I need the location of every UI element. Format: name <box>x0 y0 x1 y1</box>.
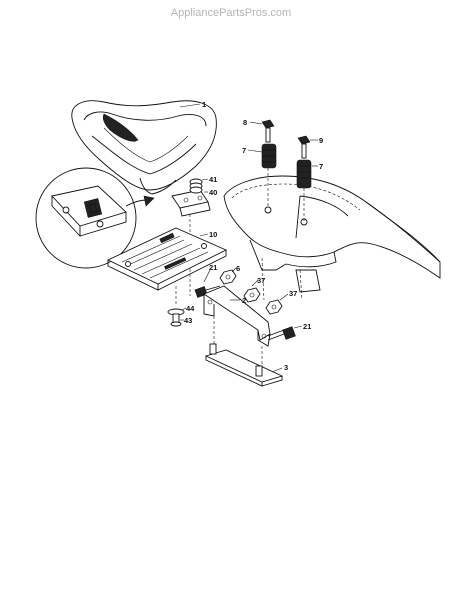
callout-9: 9 <box>319 136 323 145</box>
leader-line-8 <box>249 121 263 125</box>
callout-10: 10 <box>209 230 217 239</box>
leader-line-10 <box>199 233 209 237</box>
leader-line-7a <box>247 149 263 153</box>
callout-3: 3 <box>284 363 288 372</box>
zoom-detail-circle <box>35 167 155 269</box>
callout-6: 6 <box>236 264 240 273</box>
leader-line-37a <box>251 279 259 287</box>
bolt-part-9 <box>297 135 311 159</box>
callout-21-lower: 21 <box>303 322 311 331</box>
callout-1: 1 <box>202 100 206 109</box>
bolt-part-43 <box>170 313 182 327</box>
callout-7-left: 7 <box>242 146 246 155</box>
callout-2: 2 <box>242 296 246 305</box>
leader-line-41 <box>201 178 209 181</box>
callout-37-left: 37 <box>257 276 265 285</box>
callout-8: 8 <box>243 118 247 127</box>
callout-7-right: 7 <box>319 162 323 171</box>
callout-21-upper: 21 <box>209 263 217 272</box>
leader-line-21a <box>203 269 211 283</box>
watermark-text: AppliancePartsPros.com <box>171 7 291 19</box>
callout-44: 44 <box>186 304 195 313</box>
callout-41: 41 <box>209 175 217 184</box>
spring-part-7-right <box>296 159 312 189</box>
leader-line-1 <box>179 103 201 108</box>
plate-part-3 <box>204 343 284 387</box>
callout-40: 40 <box>209 188 217 197</box>
leader-line-37b <box>279 293 289 301</box>
nut-part-37-right <box>265 299 283 315</box>
seat-part <box>71 100 217 195</box>
leader-line-6 <box>231 267 237 273</box>
seat-pan-part <box>106 227 228 291</box>
bolt-part-8 <box>261 119 275 143</box>
nut-part-37-left <box>243 287 261 303</box>
spring-part-41 <box>189 178 203 194</box>
leader-line-44 <box>181 307 187 311</box>
callout-37-right: 37 <box>289 289 297 298</box>
leader-line-3 <box>271 367 283 373</box>
leader-line-21b <box>293 325 303 329</box>
spring-part-7-left <box>261 143 277 169</box>
nut-part-6 <box>219 269 237 285</box>
hinge-bracket-40 <box>171 189 211 217</box>
bolt-part-21-right <box>267 326 296 341</box>
callout-43: 43 <box>184 316 192 325</box>
